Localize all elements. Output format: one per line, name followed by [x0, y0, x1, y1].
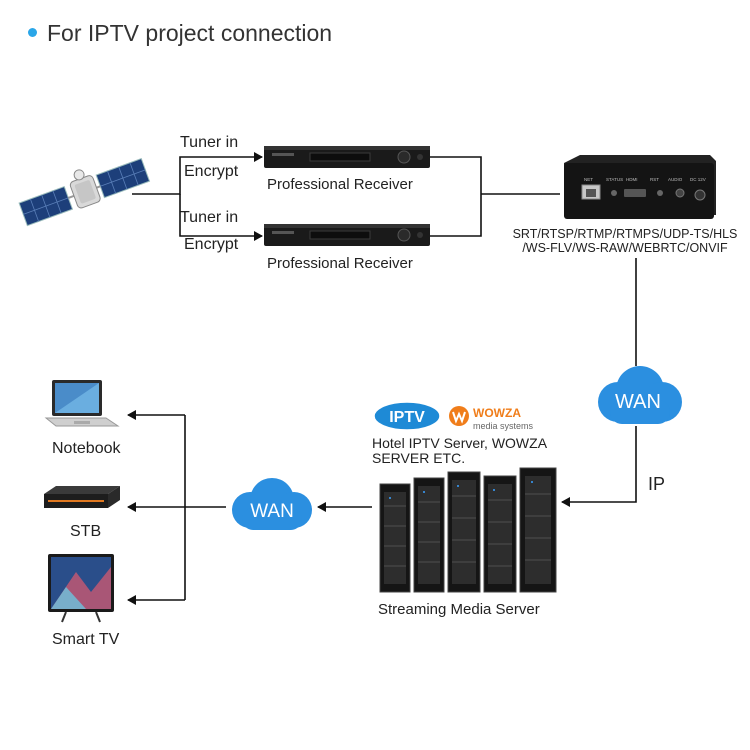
- iptv-logo: IPTV: [373, 401, 441, 431]
- server-rack-icon: [379, 467, 557, 593]
- satellite-to-receiver2-arrow: [179, 194, 263, 241]
- satellite-icon: [18, 158, 151, 227]
- wowza-logo-text: WOWZA: [473, 406, 521, 420]
- smart-tv-icon: [48, 554, 114, 623]
- port-label-audio: AUDIO: [668, 177, 683, 182]
- device-label-stb: STB: [70, 523, 102, 540]
- receivers-bracket: [430, 156, 482, 237]
- satellite-to-receiver1-arrow: [132, 152, 263, 195]
- notebook-icon: [44, 380, 120, 427]
- receiver-label-2: Professional Receiver: [267, 255, 413, 272]
- iptv-logo-text: IPTV: [389, 409, 425, 426]
- port-label-rst: RST: [650, 177, 659, 182]
- wowza-logo-subtext: media systems: [473, 421, 534, 431]
- wan-to-server-arrow: [561, 426, 637, 507]
- wan-cloud-icon-bottom: WAN: [232, 478, 312, 530]
- tuner-label-1: Tuner in: [180, 134, 239, 151]
- receiver-device-1: [264, 146, 430, 168]
- receiver-label-1: Professional Receiver: [267, 176, 413, 193]
- encrypt-label-1: Encrypt: [184, 163, 239, 180]
- receiver-device-2: [264, 224, 430, 246]
- wowza-logo: WOWZA media systems: [449, 406, 534, 431]
- port-label-dc: DC 12V: [690, 177, 706, 182]
- ip-label: IP: [648, 474, 666, 494]
- device-label-notebook: Notebook: [52, 440, 121, 457]
- streaming-server-label: Streaming Media Server: [378, 601, 540, 618]
- server-caption-line-2: SERVER ETC.: [372, 450, 466, 466]
- port-label-status: STATUS: [606, 177, 623, 182]
- wan-text-bottom: WAN: [250, 501, 294, 522]
- port-label-hdmi: HDMI: [626, 177, 638, 182]
- wan-text-top: WAN: [615, 391, 661, 413]
- title-text: For IPTV project connection: [47, 20, 333, 46]
- protocols-line-1: SRT/RTSP/RTMP/RTMPS/UDP-TS/HLS: [512, 227, 738, 241]
- protocols-line-2: /WS-FLV/WS-RAW/WEBRTC/ONVIF: [522, 241, 728, 255]
- device-label-smart-tv: Smart TV: [52, 631, 120, 648]
- port-label-net: NET: [584, 177, 593, 182]
- server-caption-line-1: Hotel IPTV Server, WOWZA: [372, 435, 548, 451]
- encrypt-label-2: Encrypt: [184, 236, 239, 253]
- tuner-label-2: Tuner in: [180, 209, 239, 226]
- stb-icon: [44, 486, 120, 508]
- page-title: For IPTV project connection: [28, 20, 332, 47]
- wan-cloud-icon-top: WAN: [598, 366, 682, 424]
- bullet-icon: [28, 28, 37, 38]
- encoder-device: NET STATUS HDMI RST AUDIO DC 12V: [564, 155, 716, 219]
